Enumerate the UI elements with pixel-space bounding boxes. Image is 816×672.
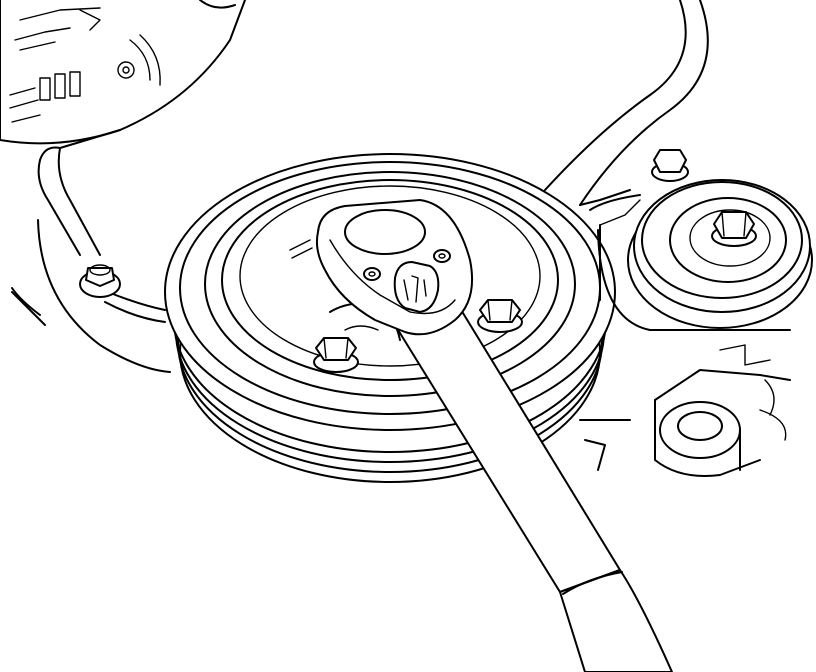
pulley-bolt-left	[313, 337, 359, 373]
wrench	[315, 199, 673, 672]
alternator	[0, 0, 246, 145]
wrench-screw-right	[433, 249, 451, 263]
idler-top-bolt	[651, 149, 689, 182]
idler-pulley-body	[633, 179, 811, 313]
wrench-socket-opening	[344, 209, 426, 255]
pulley-rim-mid	[204, 171, 576, 397]
lower-right-bracket	[579, 344, 791, 477]
ratchet-lever	[393, 261, 440, 313]
wrench-screw-left	[363, 267, 381, 281]
pulley-hub-ring	[239, 185, 541, 367]
pulley-rim-inner	[221, 179, 559, 381]
idler-bolt	[711, 211, 757, 247]
pulley-bolt-right	[477, 299, 523, 333]
mounting-bracket	[11, 129, 171, 373]
idler-pulley	[589, 149, 813, 331]
idler-pulley-face	[641, 181, 803, 299]
